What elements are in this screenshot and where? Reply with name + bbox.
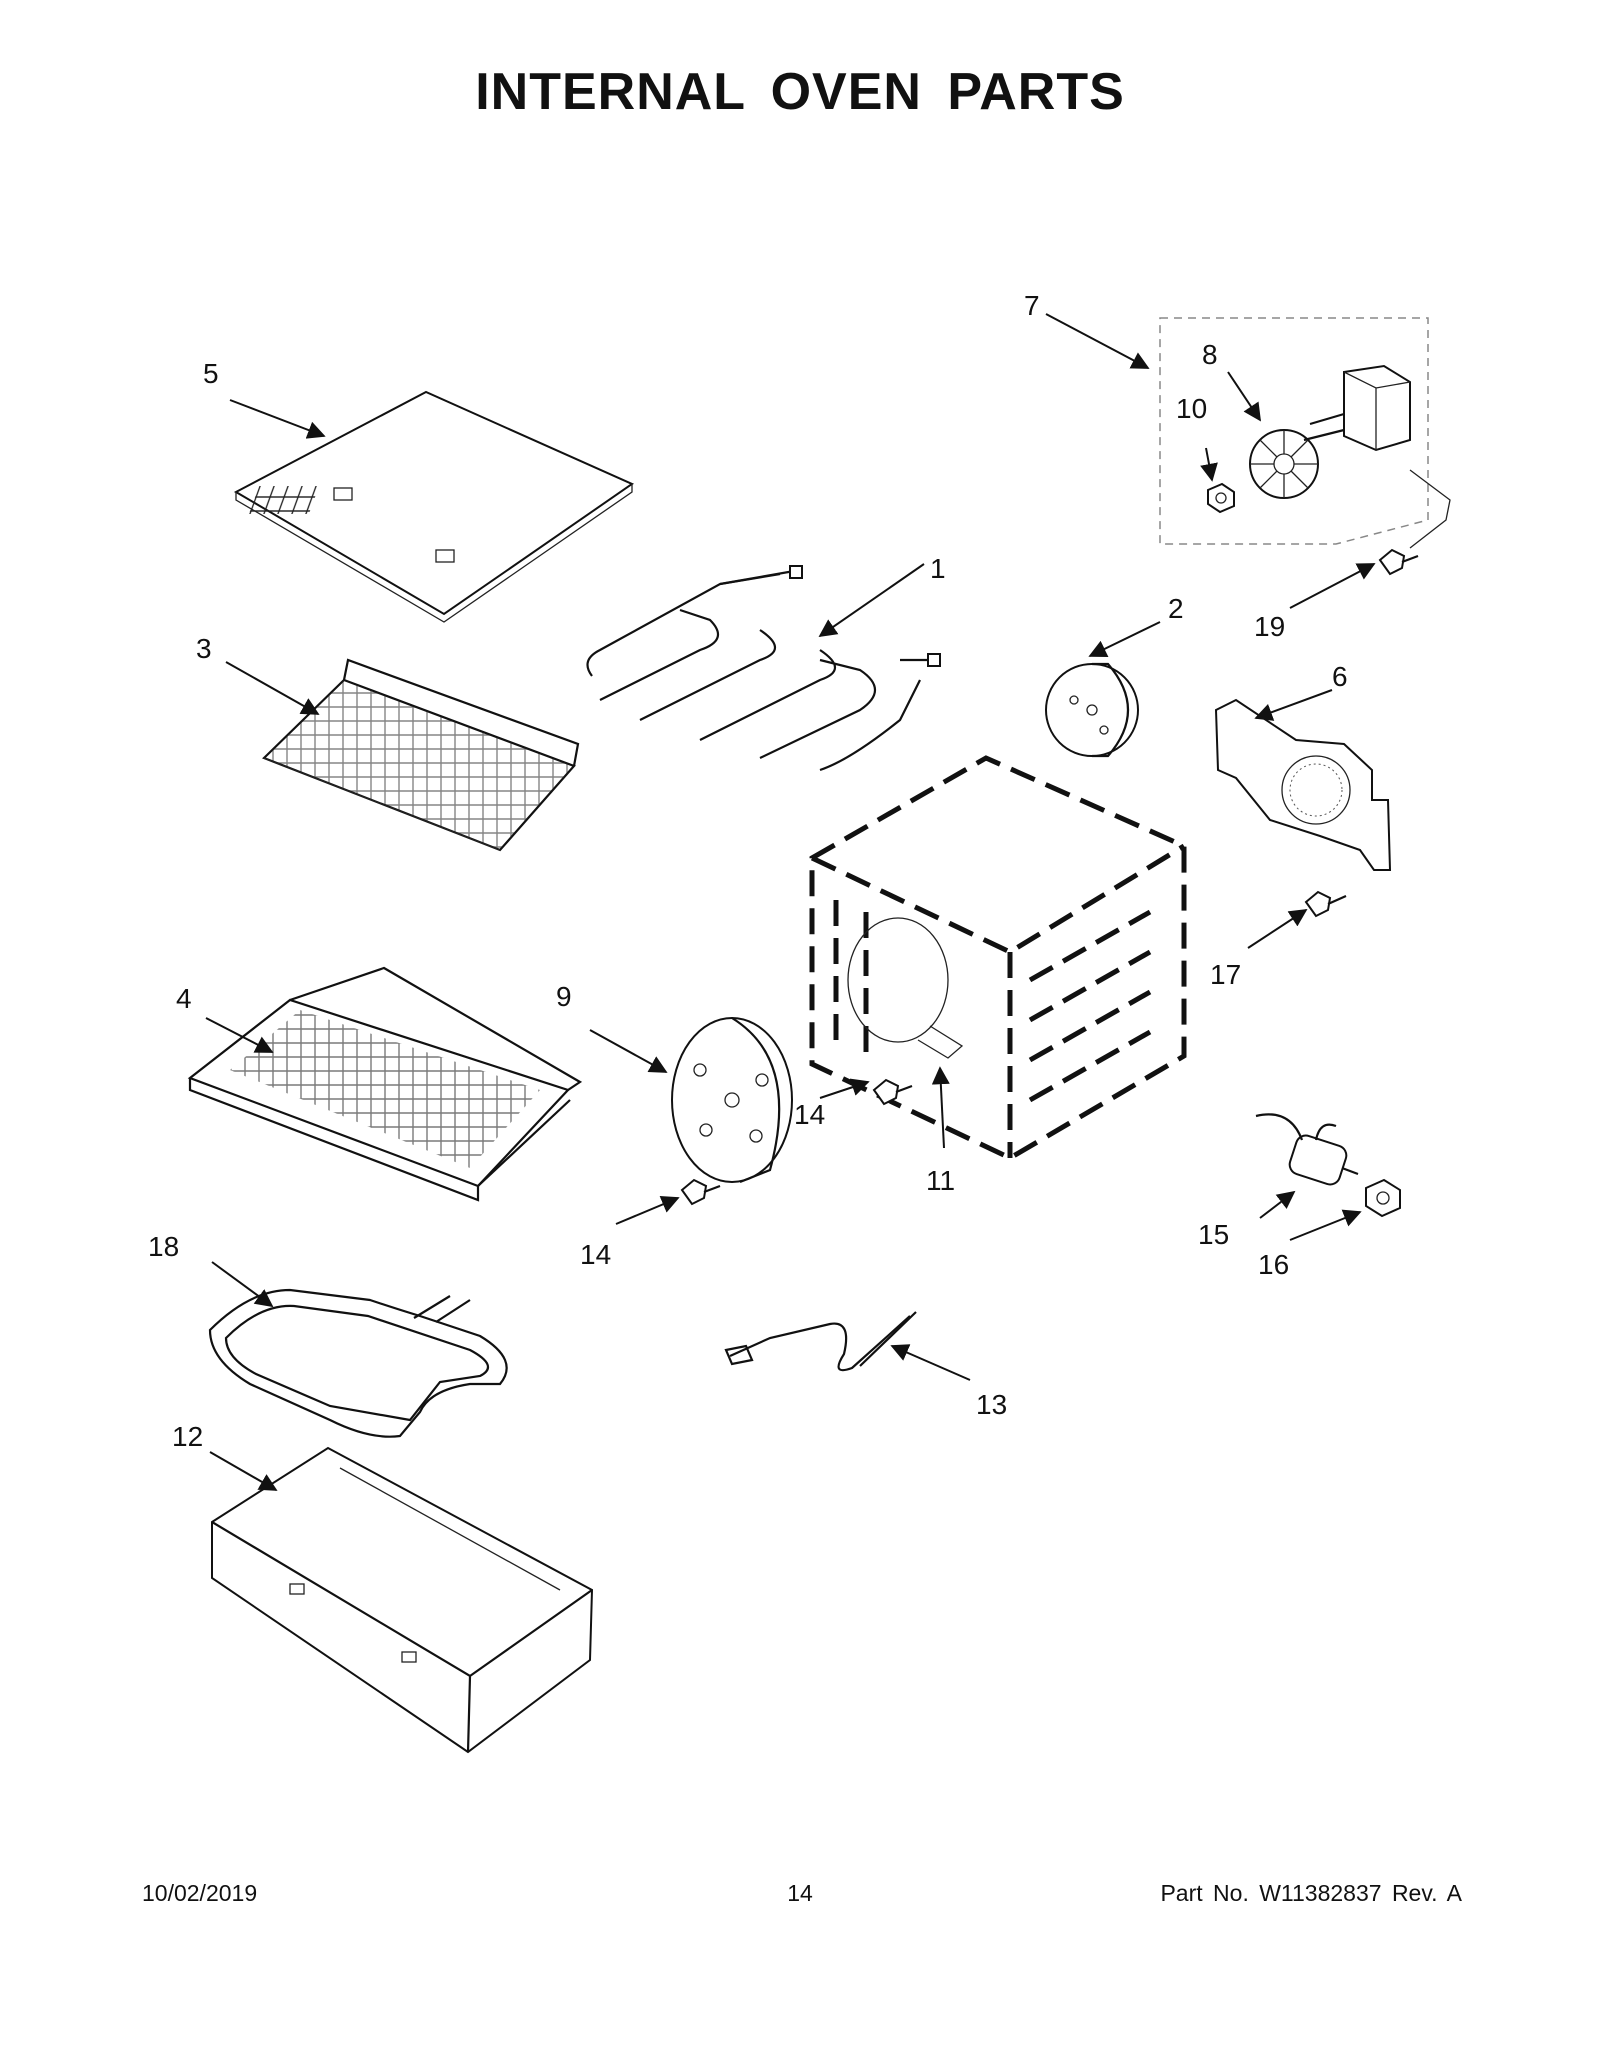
callout-9: 9 — [556, 981, 572, 1012]
part-16-nut — [1365, 1178, 1401, 1218]
footer-page-number: 14 — [787, 1880, 813, 1906]
callout-13: 13 — [976, 1389, 1007, 1420]
part-19-screw — [1378, 469, 1451, 576]
part-1-heating-element — [586, 565, 941, 772]
part-9-round-cover — [671, 1017, 793, 1184]
part-10-nut — [1207, 482, 1235, 514]
callout-8: 8 — [1202, 339, 1218, 370]
part-6-fan-cover — [1214, 698, 1392, 871]
part-14-screw-a — [872, 1078, 913, 1106]
callout-2: 2 — [1168, 593, 1184, 624]
callout-15: 15 — [1198, 1219, 1229, 1250]
callout-5: 5 — [203, 358, 219, 389]
footer-date: 10/02/2019 — [142, 1880, 258, 1906]
part-15-sensor — [1255, 1113, 1359, 1186]
callout-18: 18 — [148, 1231, 179, 1262]
part-17-screw — [1304, 890, 1347, 918]
part-13-temperature-probe — [724, 1311, 917, 1372]
part-12-tray — [211, 1446, 594, 1754]
part-14-screw-b — [680, 1178, 721, 1206]
callout-7: 7 — [1024, 290, 1040, 321]
callout-4: 4 — [176, 983, 192, 1014]
callout-10: 10 — [1176, 393, 1207, 424]
callout-6: 6 — [1332, 661, 1348, 692]
part-4-sliding-rack — [187, 966, 583, 1202]
callout-19: 19 — [1254, 611, 1285, 642]
callout-labels: 5 1 3 2 4 6 7 8 9 10 11 12 13 14 14 15 1… — [148, 290, 1348, 1452]
callout-12: 12 — [172, 1421, 203, 1452]
callout-3: 3 — [196, 633, 212, 664]
part-8-fan-blade — [1249, 429, 1319, 499]
callout-14-b: 14 — [580, 1239, 611, 1270]
part-11-oven-cavity — [809, 755, 1187, 1161]
callout-1: 1 — [930, 553, 946, 584]
page-title: INTERNAL OVEN PARTS — [475, 63, 1125, 121]
part-5-oven-bottom-panel — [233, 390, 635, 623]
part-7-fan-kit — [1159, 317, 1429, 545]
callout-11: 11 — [926, 1165, 955, 1196]
part-2-disc — [1045, 662, 1139, 758]
callout-arrows — [205, 313, 1376, 1491]
callout-17: 17 — [1210, 959, 1241, 990]
callout-16: 16 — [1258, 1249, 1289, 1280]
footer-part-number: Part No. W11382837 Rev. A — [1160, 1880, 1462, 1906]
part-18-broil-element — [208, 1288, 508, 1438]
part-3-oven-rack — [262, 658, 580, 852]
fan-motor — [1303, 364, 1411, 452]
callout-14-a: 14 — [794, 1099, 825, 1130]
